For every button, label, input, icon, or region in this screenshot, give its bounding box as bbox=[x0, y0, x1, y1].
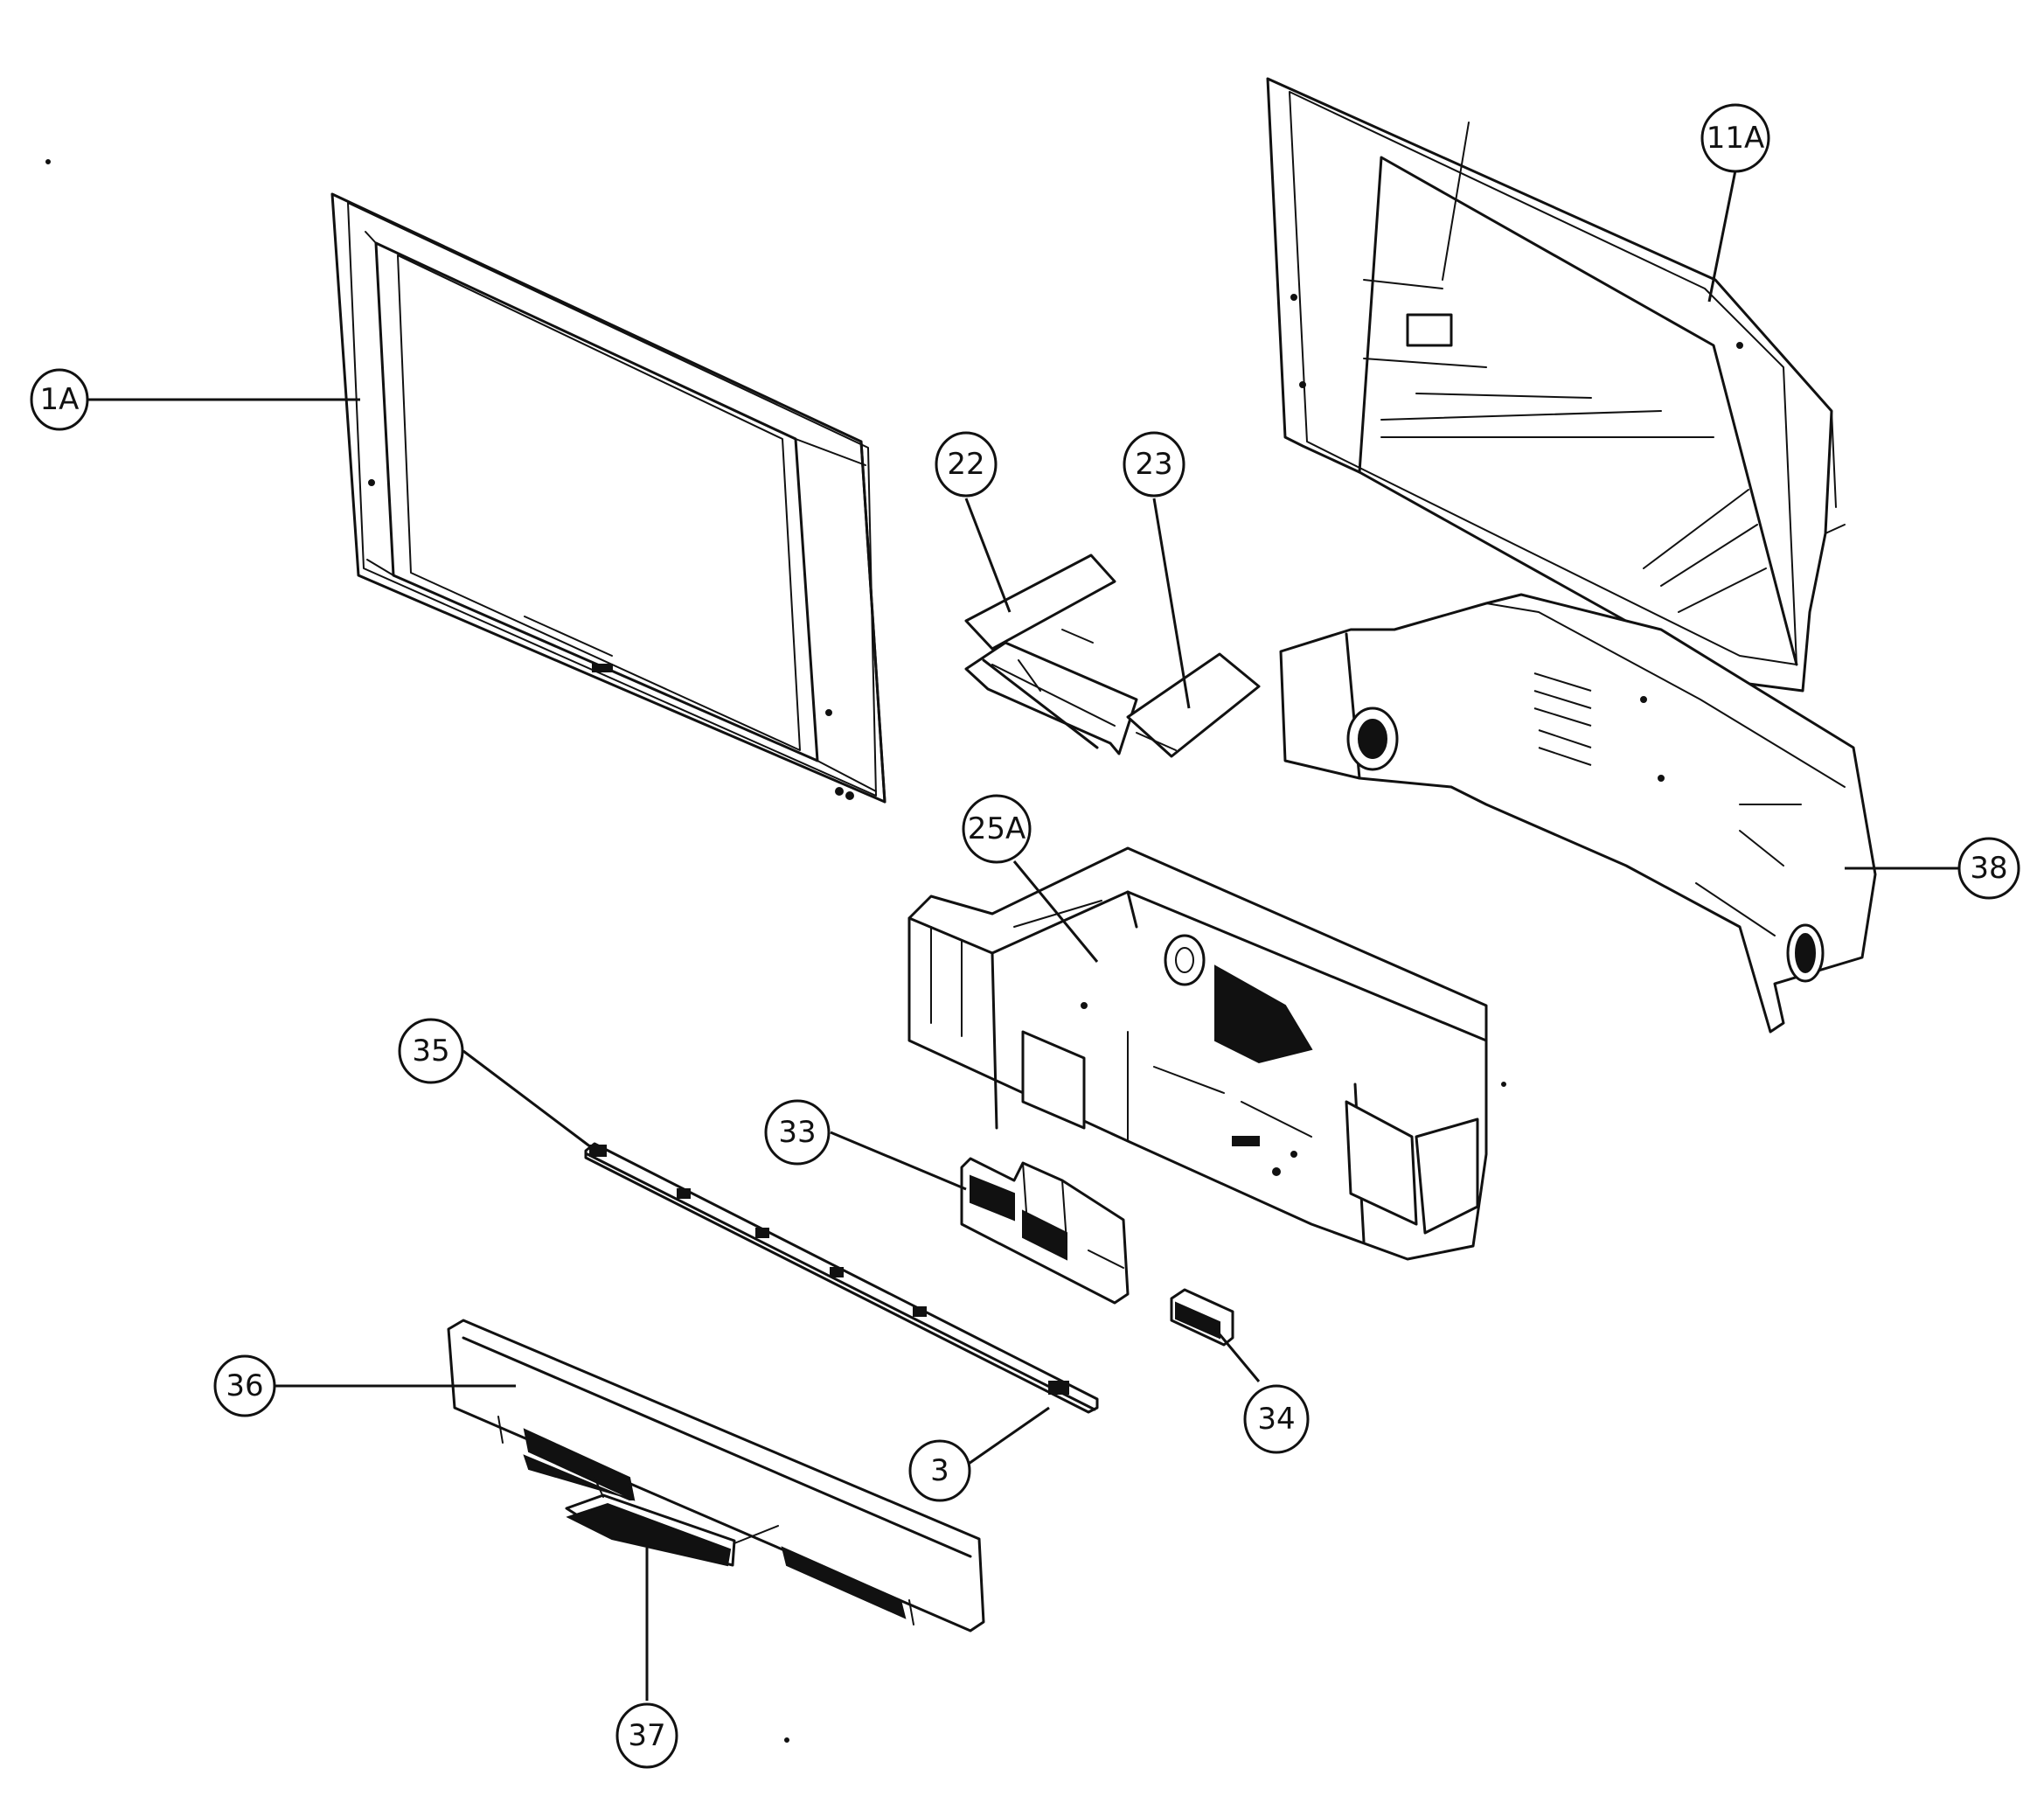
part-38-side-panel bbox=[1279, 593, 1877, 1034]
part-1a-screen-frame bbox=[330, 192, 886, 804]
callout-1a: 1A bbox=[30, 368, 89, 431]
callout-35-label: 35 bbox=[412, 1034, 449, 1069]
callout-37: 37 bbox=[615, 1702, 678, 1769]
part-22-sheet bbox=[964, 553, 1138, 755]
leader-lines bbox=[87, 170, 1963, 1701]
part-33-bracket bbox=[960, 1157, 1130, 1305]
leader-25a bbox=[1012, 860, 1099, 963]
callout-38-label: 38 bbox=[1970, 851, 2007, 886]
leader-23 bbox=[1152, 498, 1191, 709]
callout-22: 22 bbox=[935, 431, 998, 498]
callout-11a-label: 11A bbox=[1707, 121, 1765, 156]
leader-22 bbox=[964, 498, 1012, 613]
callout-38: 38 bbox=[1957, 837, 2020, 900]
part-11a-rear-cabinet bbox=[1266, 77, 1846, 693]
callout-34: 34 bbox=[1243, 1384, 1310, 1454]
leader-34 bbox=[1213, 1328, 1261, 1382]
part-36-bottom-panel bbox=[447, 1319, 985, 1632]
callout-36-label: 36 bbox=[226, 1368, 263, 1403]
callout-23-label: 23 bbox=[1135, 447, 1172, 482]
callout-35: 35 bbox=[398, 1018, 464, 1084]
leader-33 bbox=[830, 1131, 967, 1191]
callout-22-label: 22 bbox=[947, 447, 984, 482]
callout-33: 33 bbox=[764, 1099, 831, 1166]
callout-33-label: 33 bbox=[778, 1115, 816, 1150]
callout-3: 3 bbox=[908, 1439, 971, 1502]
part-23-sheet bbox=[1126, 652, 1261, 758]
callout-11a: 11A bbox=[1700, 103, 1770, 173]
callout-1a-label: 1A bbox=[40, 382, 80, 417]
part-35-speaker-bar bbox=[584, 1142, 1099, 1414]
callout-23: 23 bbox=[1123, 431, 1185, 498]
callout-34-label: 34 bbox=[1257, 1402, 1295, 1437]
leader-11a bbox=[1707, 170, 1737, 303]
callout-36: 36 bbox=[213, 1354, 276, 1417]
part-34-small-board bbox=[1170, 1288, 1234, 1347]
callout-37-label: 37 bbox=[628, 1718, 665, 1753]
part-37-grille bbox=[565, 1477, 779, 1567]
leader-3 bbox=[965, 1406, 1050, 1467]
part-25a-chassis bbox=[907, 846, 1488, 1261]
callout-25a-label: 25A bbox=[968, 811, 1026, 846]
leader-35 bbox=[462, 1049, 595, 1152]
callout-25a: 25A bbox=[962, 794, 1032, 864]
callout-3-label: 3 bbox=[930, 1453, 949, 1488]
